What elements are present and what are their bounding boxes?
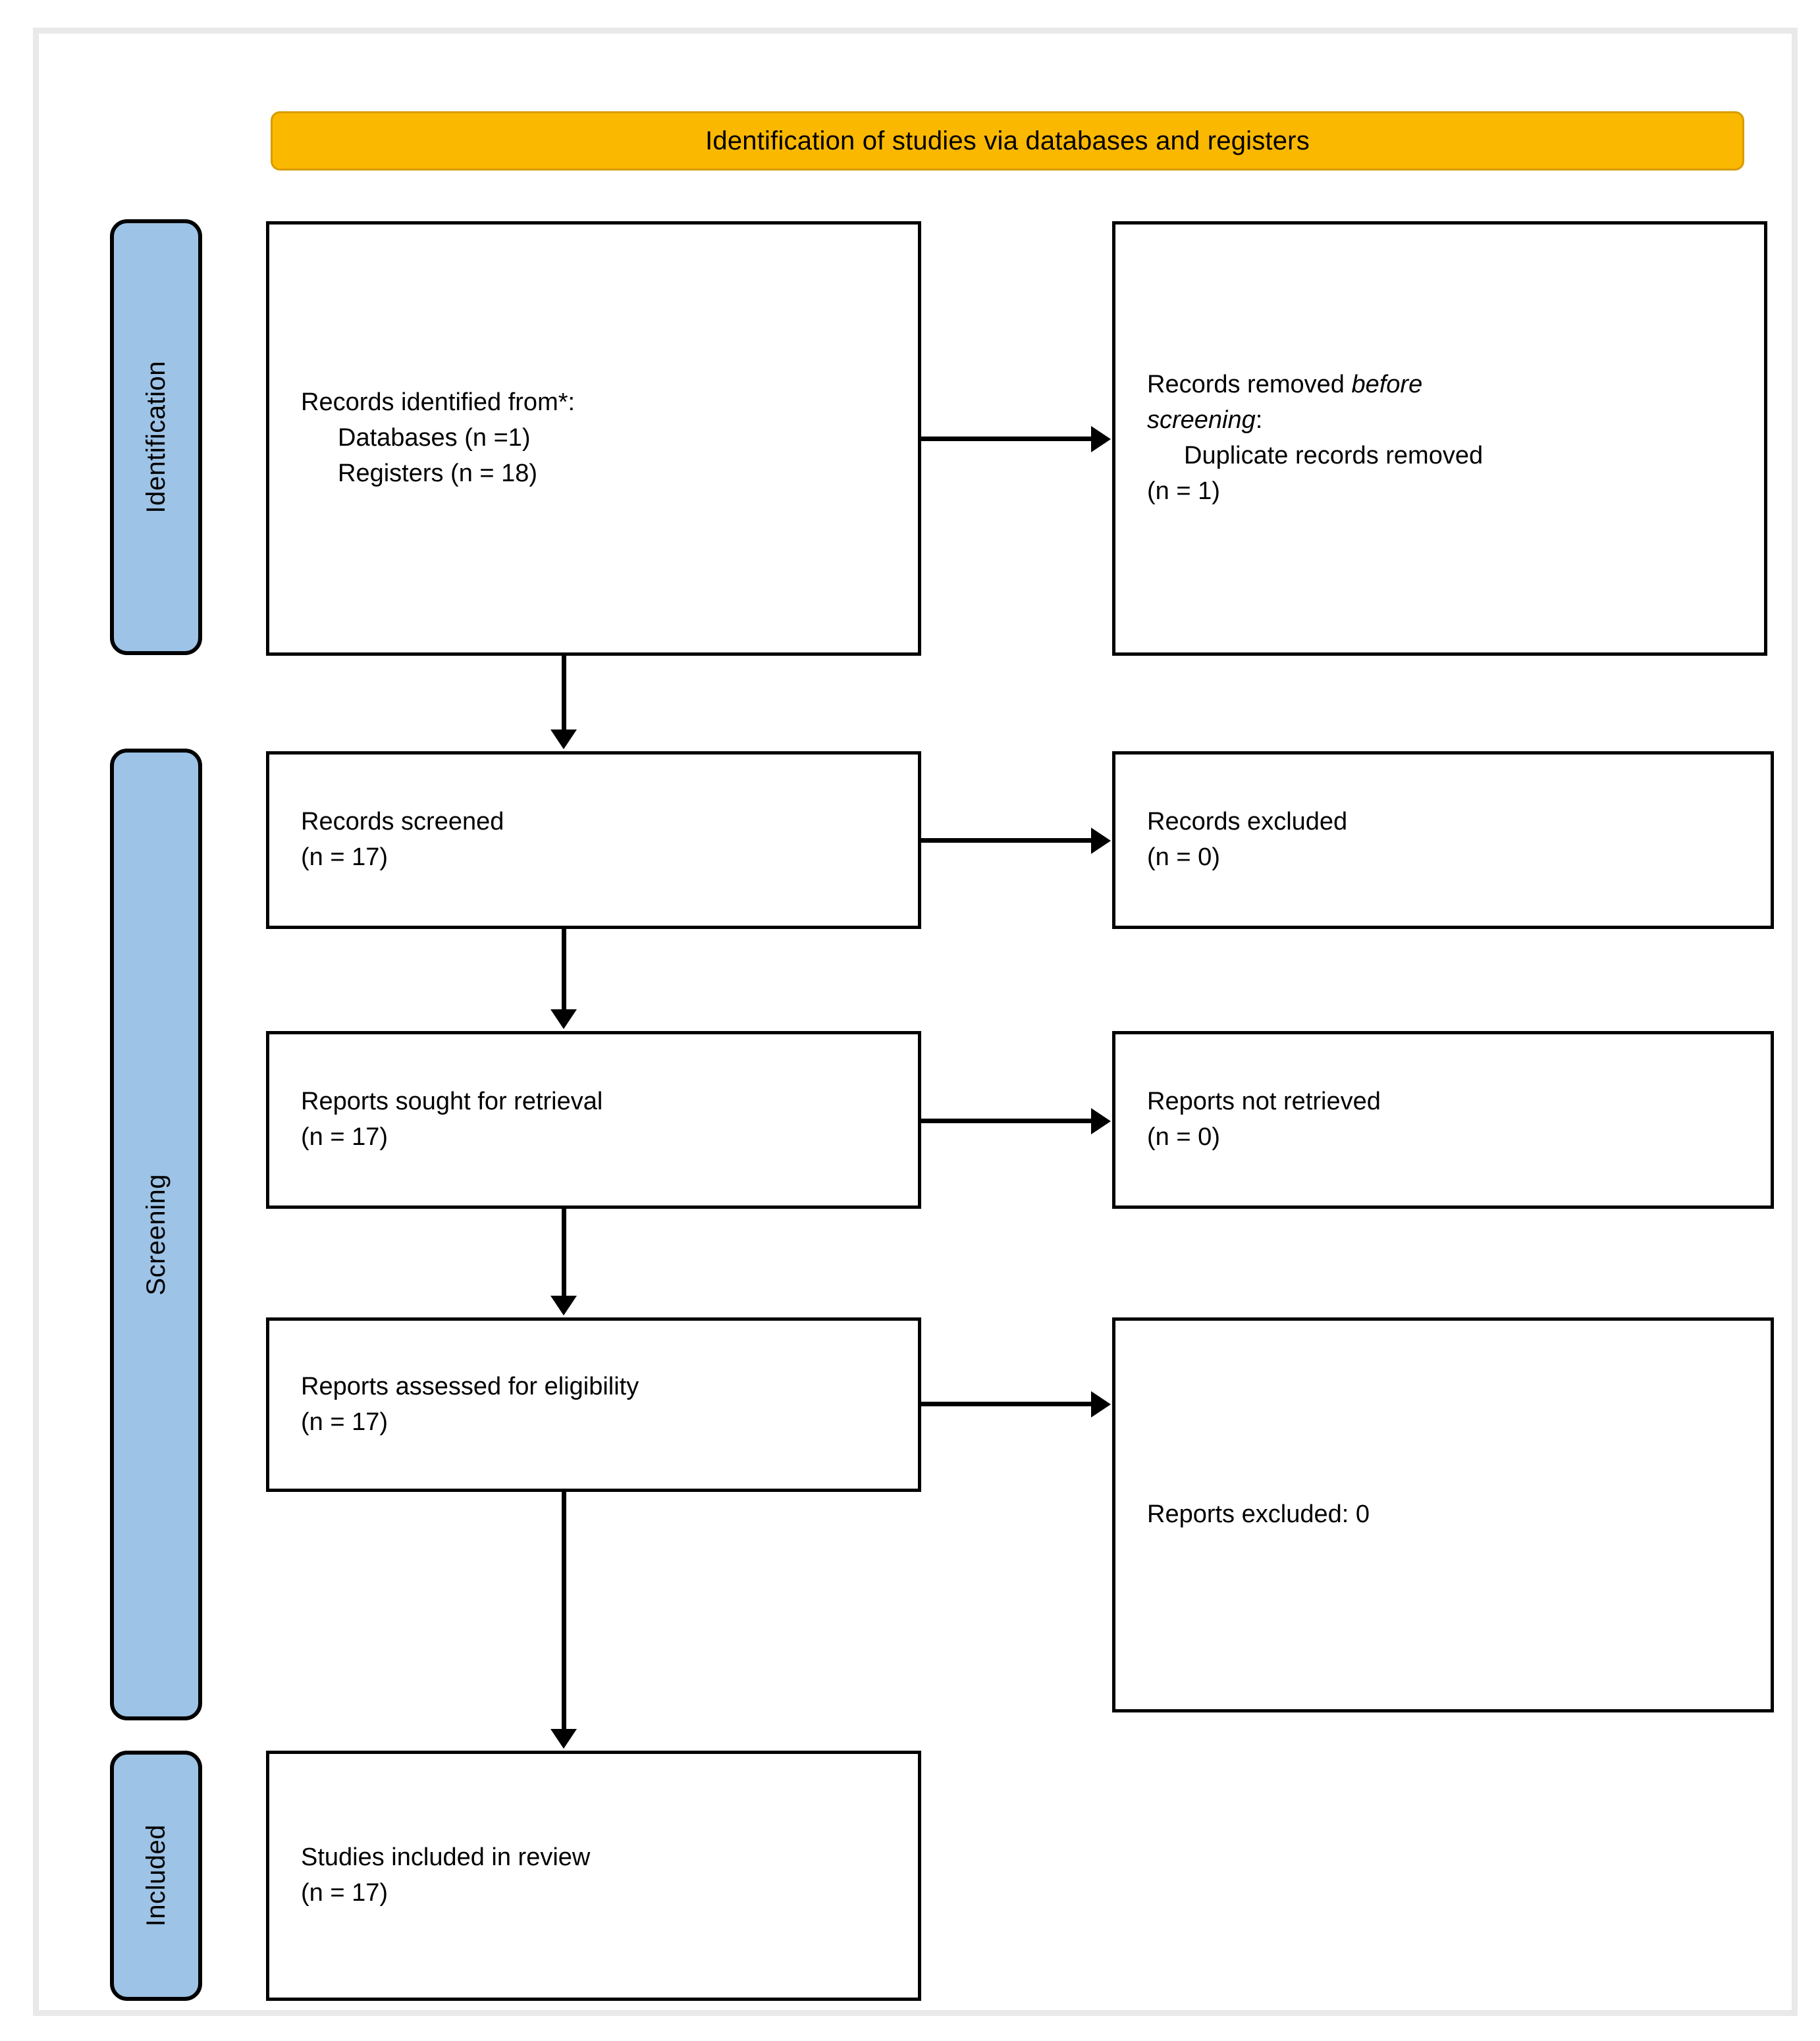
- arrow-head: [1091, 426, 1111, 452]
- arrow-head: [550, 729, 577, 749]
- box-records-removed-screening-emph: screening: [1147, 406, 1256, 435]
- box-studies-included-label: Studies included in review: [301, 1843, 591, 1872]
- box-reports-assessed-label: Reports assessed for eligibility: [301, 1372, 639, 1400]
- box-records-screened-label: Records screened: [301, 808, 504, 836]
- arrow-shaft: [921, 838, 1094, 843]
- stage-band-identification: Identification: [110, 219, 202, 655]
- stage-band-screening: Screening: [110, 749, 202, 1720]
- box-reports-sought-count: (n = 17): [301, 1123, 388, 1151]
- box-records-identified: Records identified from*: Databases (n =…: [266, 221, 921, 656]
- arrow-head: [550, 1296, 577, 1315]
- arrow-shaft: [921, 1119, 1094, 1123]
- box-records-removed-count: (n = 1): [1147, 477, 1220, 505]
- box-records-excluded-label: Records excluded: [1147, 808, 1348, 836]
- box-studies-included-in-review: Studies included in review (n = 17): [266, 1751, 921, 2001]
- arrow-shaft: [562, 656, 566, 731]
- arrow-shaft: [562, 1209, 566, 1298]
- box-records-excluded: Records excluded (n = 0): [1112, 751, 1774, 929]
- box-records-removed-line1: Records removed before: [1147, 367, 1732, 403]
- box-records-screened-count: (n = 17): [301, 843, 388, 871]
- arrow-shaft: [562, 929, 566, 1011]
- diagram-title: Identification of studies via databases …: [705, 126, 1310, 155]
- stage-band-screening-label: Screening: [141, 1173, 171, 1296]
- box-reports-assessed-count: (n = 17): [301, 1408, 388, 1436]
- arrow-head: [550, 1009, 577, 1029]
- diagram-title-banner: Identification of studies via databases …: [271, 111, 1744, 171]
- box-records-removed-line1-text: Records removed: [1147, 371, 1352, 399]
- box-reports-sought-for-retrieval: Reports sought for retrieval (n = 17): [266, 1031, 921, 1209]
- arrow-head: [1091, 1108, 1111, 1134]
- box-reports-not-retrieved-count: (n = 0): [1147, 1123, 1220, 1151]
- box-records-removed-colon: :: [1255, 406, 1263, 435]
- box-records-removed-duplicates: Duplicate records removed: [1184, 442, 1484, 469]
- arrow-shaft: [921, 437, 1094, 441]
- box-records-removed-before-screening: Records removed before screening: Duplic…: [1112, 221, 1767, 656]
- box-records-identified-databases: Databases (n =1): [338, 424, 531, 452]
- arrow-shaft: [921, 1402, 1094, 1406]
- arrow-head: [1091, 828, 1111, 854]
- box-records-removed-before-emph: before: [1351, 371, 1423, 399]
- arrow-head: [550, 1729, 577, 1749]
- diagram-frame: Identification of studies via databases …: [33, 28, 1798, 2016]
- box-records-screened: Records screened (n = 17): [266, 751, 921, 929]
- arrow-shaft: [562, 1492, 566, 1731]
- box-records-excluded-count: (n = 0): [1147, 843, 1220, 871]
- box-reports-sought-label: Reports sought for retrieval: [301, 1088, 603, 1116]
- arrow-head: [1091, 1391, 1111, 1418]
- box-records-identified-registers: Registers (n = 18): [338, 459, 538, 487]
- box-studies-included-count: (n = 17): [301, 1879, 388, 1907]
- box-records-identified-line1: Records identified from*:: [301, 388, 575, 417]
- box-reports-excluded-label: Reports excluded: 0: [1147, 1500, 1370, 1529]
- box-reports-not-retrieved-label: Reports not retrieved: [1147, 1088, 1381, 1116]
- box-reports-excluded: Reports excluded: 0: [1112, 1317, 1774, 1712]
- stage-band-included-label: Included: [141, 1824, 171, 1927]
- box-reports-assessed-for-eligibility: Reports assessed for eligibility (n = 17…: [266, 1317, 921, 1492]
- box-reports-not-retrieved: Reports not retrieved (n = 0): [1112, 1031, 1774, 1209]
- stage-band-included: Included: [110, 1751, 202, 2001]
- box-records-removed-line2: screening:: [1147, 403, 1732, 438]
- stage-band-identification-label: Identification: [141, 361, 171, 514]
